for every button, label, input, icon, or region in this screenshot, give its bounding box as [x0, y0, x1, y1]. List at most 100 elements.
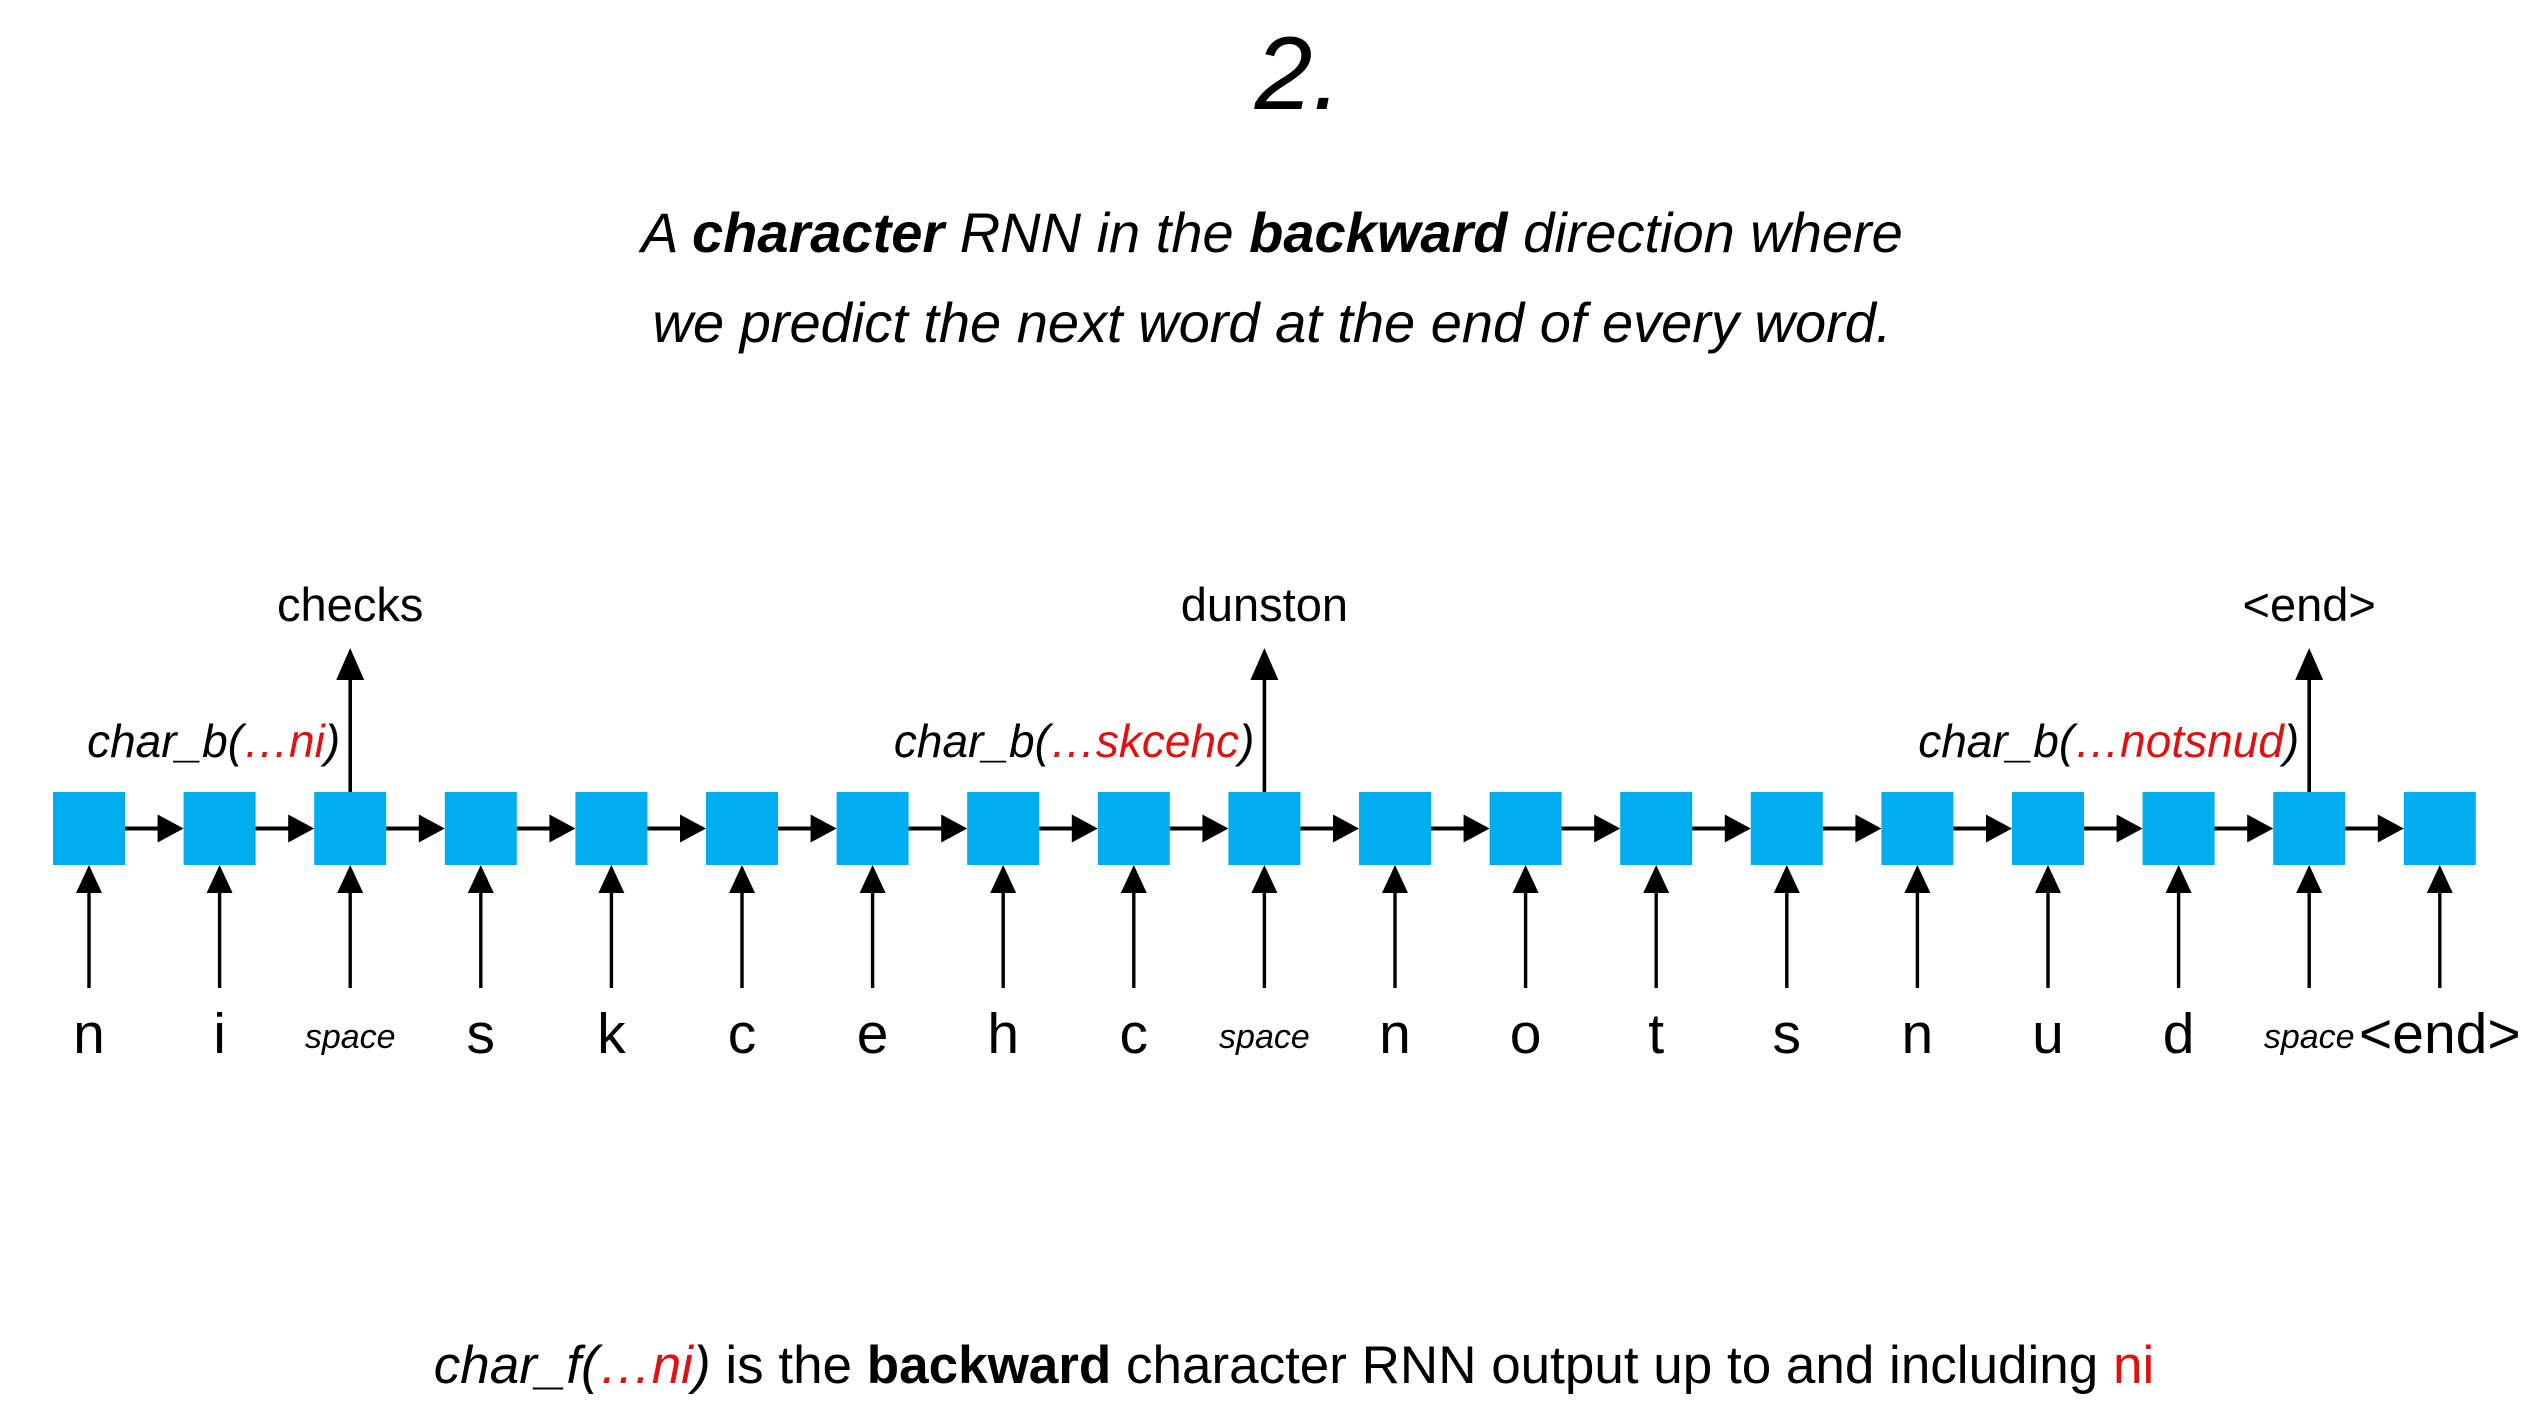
text-segment: backward: [1249, 201, 1508, 264]
input-arrowhead: [467, 865, 494, 893]
output-word-label: <end>: [2243, 578, 2376, 631]
context-label-segment: …notsnud: [2074, 715, 2285, 767]
text-segment: backward: [866, 1336, 1112, 1395]
input-char-label: u: [2032, 1002, 2064, 1066]
text-segment: A: [641, 201, 692, 264]
input-char-label: h: [987, 1002, 1019, 1066]
input-arrowhead: [1382, 865, 1408, 893]
output-word-arrowhead: [2295, 648, 2324, 680]
hidden-state-arrowhead: [1202, 814, 1229, 843]
hidden-state-arrowhead: [1071, 814, 1098, 843]
rnn-cell: [1228, 792, 1301, 865]
input-arrowhead: [76, 865, 102, 893]
rnn-cell: [836, 792, 909, 865]
rnn-cell: [967, 792, 1040, 865]
text-segment: char_f(: [433, 1336, 599, 1395]
output-word-label: dunston: [1181, 578, 1348, 631]
slide-number-title: 2.: [1254, 16, 1342, 132]
text-segment: ni: [2112, 1336, 2155, 1395]
input-arrowhead: [990, 865, 1017, 893]
input-char-label: n: [1902, 1002, 1934, 1066]
rnn-cell: [1097, 792, 1170, 865]
output-word-label: checks: [277, 578, 423, 631]
input-arrowhead: [1120, 865, 1147, 893]
text-segment: character: [692, 201, 945, 264]
input-arrowhead: [206, 865, 233, 893]
context-label: char_b(…skcehc): [894, 715, 1254, 767]
input-char-label: s: [467, 1002, 496, 1066]
input-space-label: space: [2264, 1018, 2355, 1056]
text-segment: is the: [710, 1336, 867, 1395]
hidden-state-arrowhead: [2116, 814, 2143, 843]
hidden-state-arrowhead: [941, 814, 968, 843]
hidden-state-arrowhead: [1855, 814, 1882, 843]
input-char-label: o: [1510, 1002, 1542, 1066]
rnn-cell: [444, 792, 517, 865]
rnn-cell: [1620, 792, 1693, 865]
input-char-label: k: [597, 1002, 626, 1066]
context-label-segment: char_b(: [894, 715, 1055, 767]
hidden-state-arrowhead: [1333, 814, 1359, 843]
hidden-state-arrowhead: [1594, 814, 1621, 843]
input-char-label: n: [73, 1002, 105, 1066]
context-label-segment: ): [1234, 715, 1254, 767]
output-word-arrowhead: [336, 648, 365, 680]
hidden-state-arrowhead: [549, 814, 576, 843]
rnn-cell: [575, 792, 648, 865]
rnn-cell: [183, 792, 256, 865]
input-char-label: <end>: [2359, 1002, 2521, 1066]
hidden-state-arrowhead: [2377, 814, 2404, 843]
input-arrowhead: [337, 865, 364, 893]
input-char-label: s: [1773, 1002, 1802, 1066]
input-arrowhead: [729, 865, 755, 893]
hidden-state-arrowhead: [810, 814, 837, 843]
text-segment: character RNN output up to and including: [1111, 1336, 2113, 1395]
output-word-arrowhead: [1250, 648, 1279, 680]
input-char-label: d: [2163, 1002, 2195, 1066]
hidden-state-arrowhead: [1986, 814, 2012, 843]
context-label-segment: ): [320, 715, 340, 767]
rnn-cell: [314, 792, 387, 865]
subtitle-line-1: A character RNN in the backward directio…: [0, 188, 2544, 278]
input-arrowhead: [598, 865, 625, 893]
rnn-cell: [1489, 792, 1562, 865]
text-segment: …ni: [598, 1336, 693, 1395]
text-segment: ): [692, 1336, 711, 1395]
context-label-segment: char_b(: [87, 715, 248, 767]
rnn-cell: [706, 792, 778, 865]
input-char-label: e: [857, 1002, 889, 1066]
input-char-label: i: [213, 1002, 226, 1066]
input-arrowhead: [1904, 865, 1931, 893]
hidden-state-arrowhead: [1724, 814, 1751, 843]
rnn-cell: [53, 792, 125, 865]
hidden-state-arrowhead: [418, 814, 445, 843]
subtitle-line-2: we predict the next word at the end of e…: [652, 291, 1892, 354]
slide-subtitle: A character RNN in the backward directio…: [0, 188, 2544, 368]
input-arrowhead: [2296, 865, 2323, 893]
rnn-cell: [2273, 792, 2346, 865]
input-space-label: space: [1219, 1018, 1310, 1056]
rnn-cell: [2012, 792, 2084, 865]
input-arrowhead: [1773, 865, 1800, 893]
input-arrowhead: [1643, 865, 1670, 893]
input-char-label: c: [728, 1002, 757, 1066]
input-char-label: n: [1379, 1002, 1411, 1066]
text-segment: RNN in the: [944, 201, 1250, 264]
context-label-segment: …ni: [243, 715, 327, 767]
hidden-state-arrowhead: [1463, 814, 1490, 843]
text-segment: direction where: [1507, 201, 1903, 264]
input-space-label: space: [305, 1018, 396, 1056]
rnn-cell: [1750, 792, 1823, 865]
bottom-caption: char_f(…ni) is the backward character RN…: [434, 1336, 2155, 1396]
context-label-segment: ): [2279, 715, 2299, 767]
rnn-cell: [1881, 792, 1954, 865]
input-char-label: t: [1648, 1002, 1664, 1066]
context-label: char_b(…ni): [87, 715, 340, 767]
input-char-label: c: [1120, 1002, 1149, 1066]
input-arrowhead: [1512, 865, 1539, 893]
input-arrowhead: [859, 865, 886, 893]
rnn-cell: [2142, 792, 2215, 865]
input-arrowhead: [2035, 865, 2061, 893]
